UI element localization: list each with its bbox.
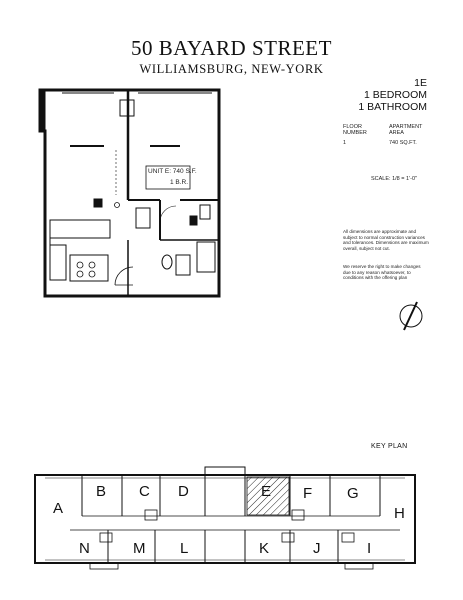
key-unit-k: K: [259, 540, 270, 557]
key-plan-title: KEY PLAN: [371, 443, 408, 450]
scale-note: SCALE: 1/8 = 1'-0": [371, 176, 417, 182]
building-location: WILLIAMSBURG, NEW-YORK: [139, 62, 324, 76]
unit-bathrooms: 1 BATHROOM: [358, 101, 427, 113]
floor-number-value: 1: [343, 140, 347, 146]
key-unit-c: C: [139, 483, 150, 500]
disclaimer-dimensions: All dimensions are approximate and subje…: [343, 229, 429, 251]
key-unit-m: M: [133, 540, 146, 557]
floor-plan-walls: [38, 88, 221, 298]
key-unit-i: I: [367, 540, 372, 557]
key-unit-f: F: [303, 485, 313, 502]
building-title: 50 BAYARD STREET: [131, 36, 332, 60]
key-unit-h: H: [394, 505, 405, 522]
key-unit-j: J: [313, 540, 321, 557]
unit-area-label: UNIT E: 740 S.F.: [148, 168, 197, 175]
key-unit-l: L: [180, 540, 189, 557]
key-unit-b: B: [96, 483, 107, 500]
unit-bedroom-label: 1 B.R.: [170, 179, 189, 186]
apartment-area-value: 740 SQ.FT.: [389, 140, 417, 146]
disclaimer-changes: We reserve the right to make changes due…: [343, 264, 421, 281]
unit-name: 1E: [414, 77, 427, 89]
key-unit-e: E: [261, 483, 272, 500]
key-plan-outline: [34, 466, 416, 570]
highlighted-unit-e: [246, 476, 290, 516]
key-unit-d: D: [178, 483, 189, 500]
unit-bedrooms: 1 BEDROOM: [363, 89, 427, 101]
key-unit-a: A: [53, 500, 64, 517]
key-unit-n: N: [79, 540, 90, 557]
key-unit-g: G: [347, 485, 359, 502]
